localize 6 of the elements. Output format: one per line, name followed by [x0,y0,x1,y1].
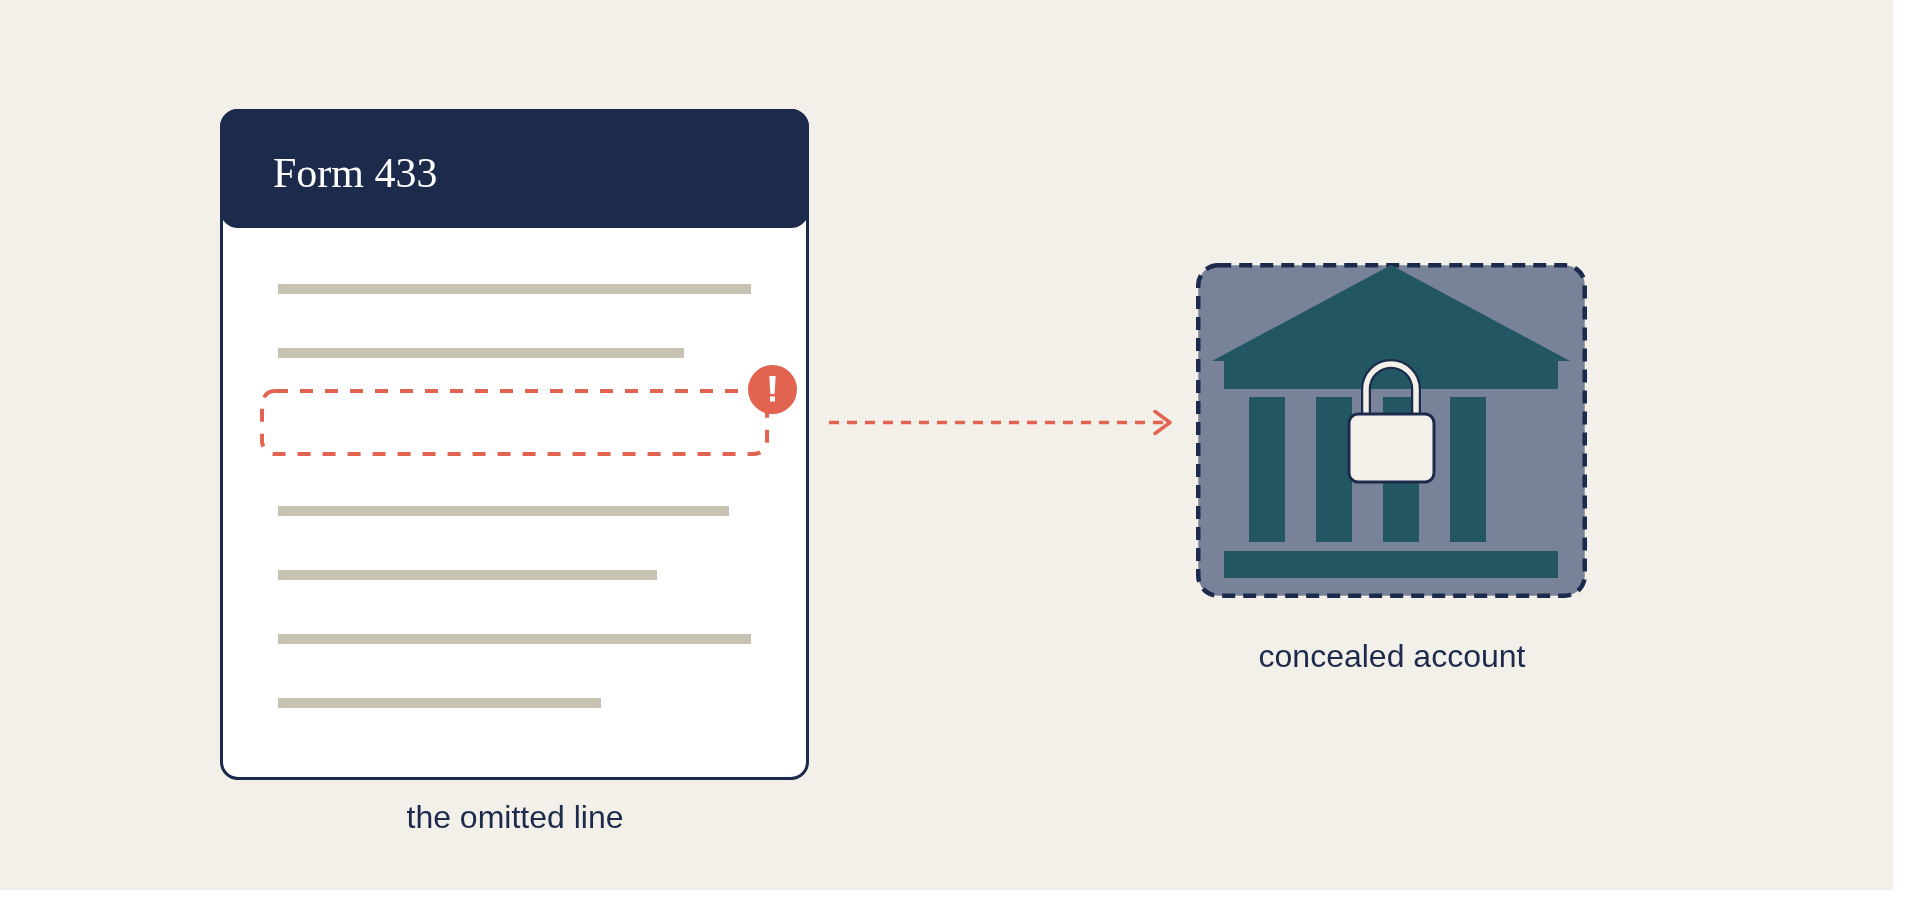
form-document-card [220,109,809,780]
caption-text: the omitted line [406,798,624,837]
form-title: Form 433 [273,152,438,194]
dashed-highlight-box [260,389,769,456]
dashed-arrow [829,409,1172,436]
caption-text: concealed account [1258,637,1526,676]
